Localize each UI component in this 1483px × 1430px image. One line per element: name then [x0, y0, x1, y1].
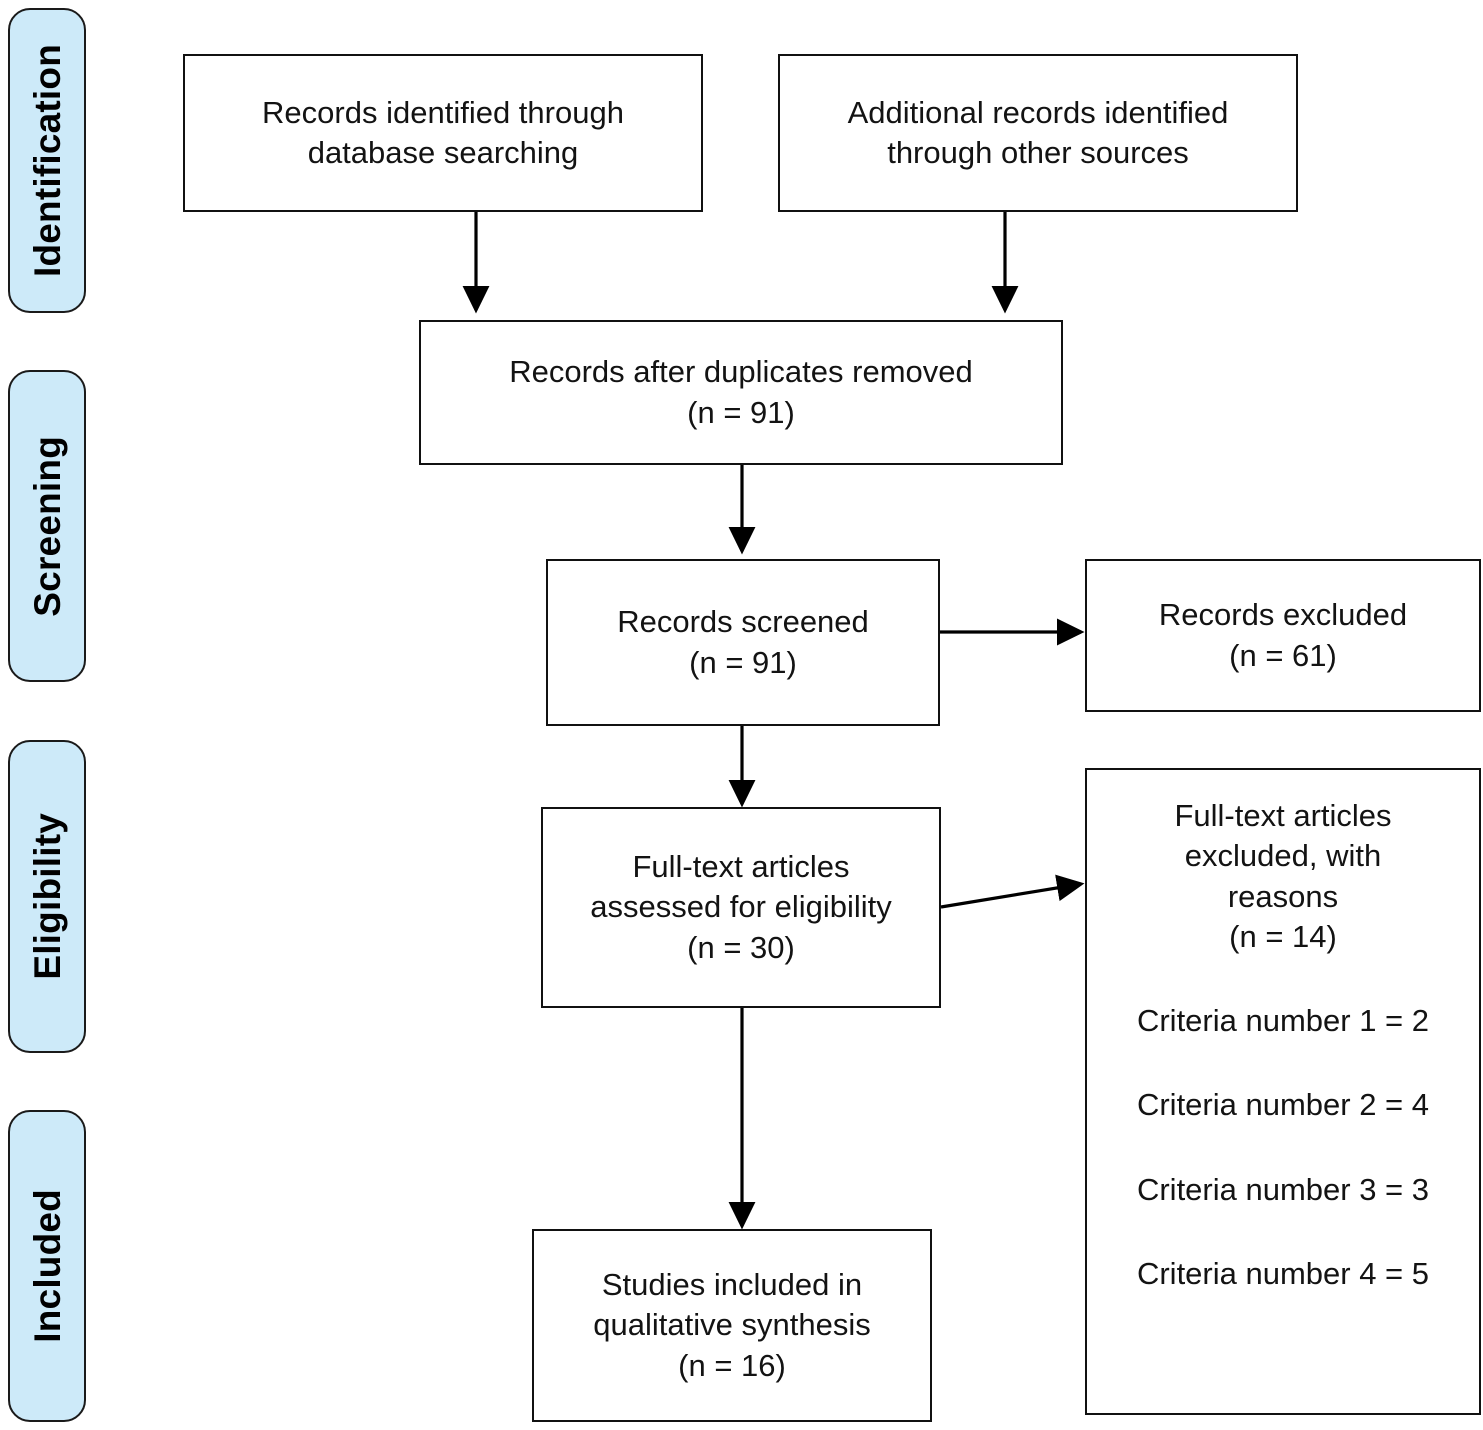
box-line: database searching — [307, 135, 579, 170]
exclusion-reason-item: Criteria number 4 = 5 — [1136, 1256, 1430, 1292]
box-records-excluded: Records excluded (n = 61) — [1085, 559, 1481, 712]
box-line: qualitative synthesis — [593, 1307, 871, 1343]
box-line: reasons — [1227, 878, 1339, 914]
exclusion-reason-list: Criteria number 1 = 2 Criteria number 2 … — [1097, 1001, 1469, 1294]
box-line: (n = 16) — [678, 1347, 786, 1383]
box-records-after-duplicates-removed: Records after duplicates removed (n = 91… — [419, 320, 1063, 465]
box-line: Studies included in — [601, 1267, 863, 1303]
box-fulltext-assessed-for-eligibility: Full-text articles assessed for eligibil… — [541, 807, 941, 1008]
box-line: assessed for eligibility — [590, 889, 892, 925]
exclusion-reason-item: Criteria number 3 = 3 — [1136, 1171, 1430, 1207]
stage-pill-eligibility: Eligibility — [8, 740, 86, 1053]
box-line: (n = 91) — [687, 394, 795, 430]
stage-label-eligibility: Eligibility — [26, 813, 68, 980]
stage-label-screening: Screening — [26, 435, 68, 617]
box-additional-records-other-sources: Additional records identified through ot… — [778, 54, 1298, 212]
box-line: Records screened — [617, 604, 869, 640]
box-line: (n = 30) — [687, 929, 795, 965]
box-line: Full-text articles — [632, 849, 850, 885]
stage-pill-screening: Screening — [8, 370, 86, 682]
stage-label-identification: Identification — [26, 43, 68, 278]
box-line: Records identified through — [262, 94, 624, 130]
reasons-heading: Full-text articles excluded, with reason… — [1097, 796, 1469, 957]
box-line: Additional records identified — [847, 94, 1229, 130]
box-fulltext-excluded-with-reasons: Full-text articles excluded, with reason… — [1085, 768, 1481, 1415]
box-line: (n = 61) — [1229, 637, 1337, 673]
exclusion-reason-item: Criteria number 2 = 4 — [1136, 1087, 1430, 1123]
box-line: Full-text articles — [1174, 798, 1392, 833]
box-line: excluded, with — [1184, 838, 1382, 874]
edge-fulltext-to-excluded — [940, 874, 1085, 909]
box-line: Records excluded — [1158, 597, 1408, 633]
stage-pill-identification: Identification — [8, 8, 86, 313]
box-line: (n = 14) — [1229, 918, 1337, 954]
stage-pill-included: Included — [8, 1110, 86, 1422]
box-line: Records after duplicates removed — [509, 354, 973, 390]
box-studies-included-qualitative-synthesis: Studies included in qualitative synthesi… — [532, 1229, 932, 1422]
box-records-identified-database: Records identified through database sear… — [183, 54, 703, 212]
exclusion-reason-item: Criteria number 1 = 2 — [1136, 1003, 1430, 1039]
box-records-screened: Records screened (n = 91) — [546, 559, 940, 726]
box-line: (n = 91) — [689, 644, 797, 680]
box-line: through other sources — [887, 135, 1189, 170]
stage-label-included: Included — [26, 1189, 68, 1343]
